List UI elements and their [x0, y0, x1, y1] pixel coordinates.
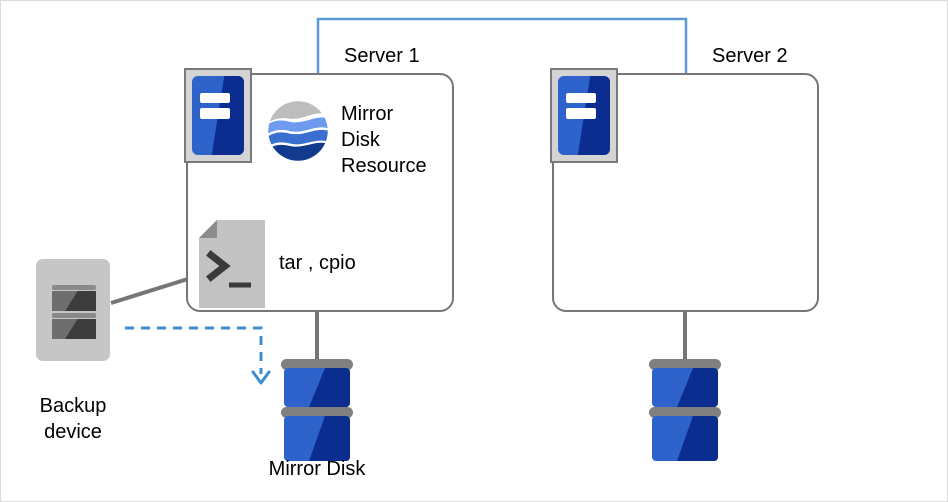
backup-platter-cap: [52, 285, 96, 290]
disk-body-2: [652, 416, 718, 461]
disk-body-2: [284, 416, 350, 461]
server-icon-bar-1: [200, 92, 231, 103]
interconnect-line: [316, 17, 688, 73]
disk-body-shade: [309, 368, 350, 407]
server-icon-bar-2: [200, 108, 231, 119]
disk-cap-1: [649, 359, 721, 370]
server2-label: Server 2: [712, 45, 788, 67]
server-icon-body: [558, 76, 610, 155]
backup-platter-shade: [65, 291, 96, 311]
server-icon-bar-2: [566, 108, 597, 119]
disk-body-shade: [677, 416, 718, 461]
backup-device-cable: [110, 276, 192, 305]
disk-body-shade: [309, 416, 350, 461]
server1-label: Server 1: [344, 45, 420, 67]
backup-platter-shade: [65, 319, 96, 339]
backup-platter-body: [52, 319, 96, 339]
server1-machine-icon: [184, 68, 252, 163]
backup-device-label-line-1: Backup: [39, 395, 107, 417]
script-terminal-icon: [199, 220, 265, 308]
server1-resource-label-line-2: Disk: [341, 129, 380, 151]
disk-cap-1: [281, 359, 353, 370]
disk-cap-2: [281, 407, 353, 418]
backup-platter-body: [52, 291, 96, 311]
server-icon-bar-1: [566, 92, 597, 103]
mirror-disk-1-label: Mirror Disk: [268, 458, 366, 480]
backup-platter-cap: [52, 313, 96, 318]
backup-device-icon: [36, 259, 110, 361]
backup-platter-2: [52, 313, 96, 339]
disk-body-1: [652, 368, 718, 407]
mirror-disk-2-icon: [649, 359, 721, 461]
server1-resource-label-line-3: Resource: [341, 155, 427, 177]
backup-platter-1: [52, 285, 96, 311]
server1-command-label: tar , cpio: [279, 252, 356, 274]
server2-machine-icon: [550, 68, 618, 163]
server2-box[interactable]: [552, 73, 819, 312]
disk-body-1: [284, 368, 350, 407]
mirror-disk-1-icon: [281, 359, 353, 461]
server-icon-body: [192, 76, 244, 155]
backup-data-flow-arrow: [125, 326, 263, 374]
backup-device-label-line-2: device: [44, 421, 102, 443]
mirror-disk-resource-logo-icon: [268, 101, 328, 161]
disk-body-shade: [677, 368, 718, 407]
server1-resource-label-line-1: Mirror: [341, 103, 394, 125]
backup-data-flow-arrowhead-icon: [251, 370, 271, 385]
disk-cap-2: [649, 407, 721, 418]
